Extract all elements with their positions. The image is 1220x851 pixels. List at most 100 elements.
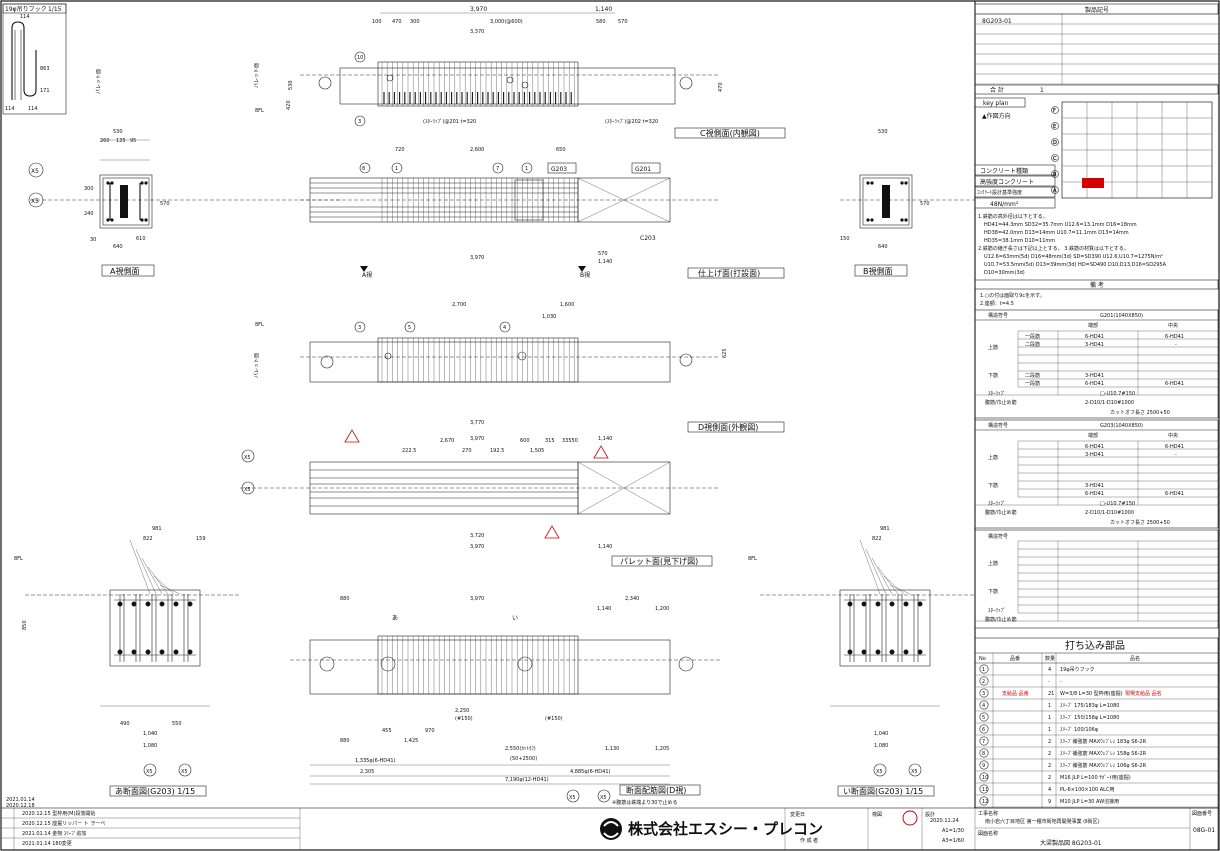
dim-text: 550 bbox=[172, 721, 182, 727]
rebar-dot bbox=[903, 601, 909, 607]
dim-text: 260 bbox=[100, 138, 110, 144]
table-cell-text: 10 bbox=[982, 775, 988, 781]
emb-no-circle bbox=[979, 784, 989, 794]
note-line: HD41=44.3mm SD32=35.7mm U12.6=13.1mm D16… bbox=[984, 222, 1137, 228]
dim-text: 530 bbox=[113, 129, 123, 135]
table-cell-text: E bbox=[1053, 124, 1056, 130]
hook-dim: 114 bbox=[5, 106, 15, 112]
table-head: 構造符号 bbox=[988, 422, 1008, 429]
dim-text: 1,205 bbox=[655, 746, 669, 752]
dim-text: (50+2500) bbox=[510, 756, 537, 762]
dim-text: 30 bbox=[90, 237, 96, 243]
dim-text: 3,370 bbox=[470, 29, 484, 35]
cell: 6-HD41 bbox=[1165, 381, 1184, 387]
callout-1b: 1 bbox=[525, 166, 528, 172]
dim-text: 95 bbox=[130, 138, 136, 144]
table-head: 端部 bbox=[1088, 432, 1098, 439]
key-plan-label: key plan bbox=[983, 100, 1009, 107]
dim-text: 2,305 bbox=[360, 769, 374, 775]
direction-label: ▲作図方向 bbox=[982, 112, 1011, 120]
table-cell-text: 1 bbox=[982, 667, 985, 673]
note-line: D10=30mm(3d) bbox=[984, 270, 1025, 276]
g203-tag: G203 bbox=[551, 166, 567, 173]
concrete-type-label: コンクリート種類 bbox=[980, 167, 1028, 175]
dim-text: 3,970 bbox=[470, 544, 484, 550]
g201-tag: G201 bbox=[635, 166, 651, 173]
b-side-view: 530 640 570 150 B視側面 bbox=[840, 129, 975, 277]
rebar-dot bbox=[159, 649, 165, 655]
emb-head: 品番 bbox=[1010, 655, 1020, 662]
revision-row: 2021.01.14 180変更 bbox=[22, 840, 72, 847]
table-cell-text: 6 bbox=[982, 727, 985, 733]
dim-text: 1,040 bbox=[874, 731, 888, 737]
cell: 6-HD41 bbox=[1085, 491, 1104, 497]
hook-dim: 114 bbox=[28, 106, 38, 112]
belly-label: 腹筋/巾止め筋 bbox=[985, 509, 1017, 516]
table-cell-text: D bbox=[1053, 140, 1057, 146]
table-head: 構造符号 bbox=[988, 533, 1008, 540]
axis-label: X5 bbox=[569, 795, 576, 801]
dim-text: 222.5 bbox=[402, 448, 416, 454]
lower-label: 下筋 bbox=[988, 372, 998, 379]
dim-text: 300 bbox=[84, 186, 94, 192]
hook-scale: 1/15 bbox=[48, 6, 62, 13]
rebar-dot bbox=[187, 649, 193, 655]
check-label: 検図 bbox=[872, 811, 882, 818]
axis-label: X5 bbox=[146, 769, 153, 775]
rebar-dot bbox=[903, 649, 909, 655]
date-2: 2020.12.18 bbox=[6, 803, 35, 809]
dim-text: 33550 bbox=[562, 438, 578, 444]
dim-text: 1,335φ(6-HD41) bbox=[355, 758, 396, 764]
dim-text: 3,970 bbox=[470, 6, 487, 13]
d-side-title: D視側面(外観図) bbox=[698, 422, 758, 432]
dim-text: 470 bbox=[718, 82, 724, 92]
dim-text: 640 bbox=[878, 244, 888, 250]
hook-dim: 114 bbox=[20, 14, 30, 20]
emb-no-circle bbox=[979, 760, 989, 770]
dim-text: 3,970 bbox=[470, 436, 484, 442]
table-cell-text: 4 bbox=[1048, 667, 1051, 673]
right-panel: 製品記号 8G203-01 合 計 1 key plan ▲作図方向 FEDCB… bbox=[974, 1, 1219, 809]
dim-text: 2,340 bbox=[625, 596, 639, 602]
table-cell-text: 3 bbox=[982, 691, 985, 697]
dim-text: 270 bbox=[462, 448, 472, 454]
level-8fl: 8FL bbox=[255, 322, 264, 328]
axis-bubble-a: X5 X5 bbox=[28, 162, 44, 208]
emb-no-circle bbox=[979, 688, 989, 698]
date-1: 2021.01.14 bbox=[6, 797, 35, 803]
dim-text: 822 bbox=[872, 536, 882, 542]
table-cell-text: M10 JLP L=30 AW溶接用 bbox=[1060, 798, 1119, 805]
lower-label: 下筋 bbox=[988, 588, 998, 595]
drawing-line bbox=[159, 584, 181, 595]
dim-text: 1,140 bbox=[598, 544, 612, 550]
callout-3: 3 bbox=[358, 325, 361, 331]
change-label: 変更日 bbox=[790, 811, 805, 818]
g203-table: 構造符号 G203(1040X850) 端部 中央 上筋 下筋 6-HD41 6… bbox=[974, 419, 1219, 529]
axis-label: X5 bbox=[31, 168, 39, 175]
table-cell-text: - bbox=[1048, 679, 1050, 685]
table-cell-text: W=3/8 L=30 型枠用(座掘) bbox=[1060, 690, 1123, 697]
emb-no-circle bbox=[979, 748, 989, 758]
dim-text: 570 bbox=[920, 201, 930, 207]
rebar-dot bbox=[145, 649, 151, 655]
drawing-line bbox=[141, 557, 163, 595]
emb-no-circle bbox=[979, 676, 989, 686]
stirrup-note: (ｽﾀｰﾗｯﾌﾟ)@201 t=320 bbox=[423, 118, 476, 125]
dim-text: 600 bbox=[520, 438, 530, 444]
dim-text: 1,140 bbox=[598, 436, 612, 442]
table-cell-text: 9 bbox=[1048, 799, 1051, 805]
cell: 6-HD41 bbox=[1085, 444, 1104, 450]
dim-text: 3,770 bbox=[470, 420, 484, 426]
dim-text: 2,250 bbox=[455, 708, 469, 714]
dim-text: 2,550(ｶｯﾄｵﾌ) bbox=[505, 746, 536, 752]
dim-text: 3,970 bbox=[470, 596, 484, 602]
axis-label: X5 bbox=[911, 769, 918, 775]
cutoff-value: カットオフ長さ 2500+50 bbox=[1110, 519, 1170, 526]
rebar-dot bbox=[187, 601, 193, 607]
table-cell-text: 5 bbox=[982, 715, 985, 721]
grid-bubble bbox=[1051, 154, 1059, 162]
dim-text: 880 bbox=[340, 596, 350, 602]
emb-no-circle bbox=[979, 700, 989, 710]
emb-no-circle bbox=[979, 796, 989, 806]
axis-label: X5 bbox=[31, 198, 39, 205]
